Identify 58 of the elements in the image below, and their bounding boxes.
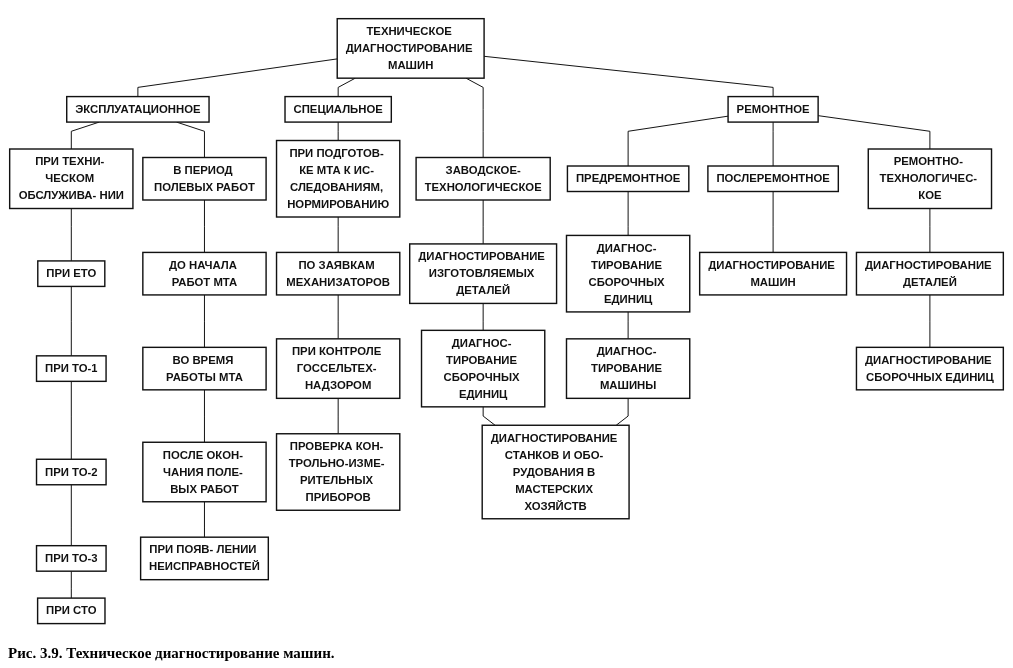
connector (337, 78, 356, 98)
connector (137, 58, 338, 98)
connector (203, 199, 205, 254)
figure-caption: Рис. 3.9. Техническое диагностирование машин. (7, 644, 336, 663)
connector (627, 311, 629, 340)
node-box: ПРИ ТО-1 (35, 355, 107, 383)
node-box: ДИАГНОСТИРОВАНИЕ ДЕТАЛЕЙ (855, 252, 1005, 296)
node-box: ДИАГНОСТИРОВАНИЕ МАШИН (698, 252, 848, 296)
connector (203, 294, 205, 349)
connector (337, 121, 339, 142)
connector (337, 216, 339, 254)
node-box: ПОСЛЕРЕМОНТНОЕ (707, 165, 840, 193)
node-box: ДИАГНОСТИРОВАНИЕ ИЗГОТОВЛЯЕМЫХ ДЕТАЛЕЙ (409, 243, 558, 305)
node-box: РЕМОНТНОЕ (727, 96, 819, 124)
connector (70, 484, 72, 547)
connector (70, 208, 72, 262)
node-box: ЭКСПЛУАТАЦИОННОЕ (66, 96, 210, 124)
connector (70, 286, 72, 357)
node-box: ДИАГНОС- ТИРОВАНИЕ МАШИНЫ (565, 338, 691, 400)
connector (482, 406, 496, 427)
connector (482, 303, 484, 332)
node-box: ПРЕДРЕМОНТНОЕ (566, 165, 690, 193)
node-box: ДИАГНОС- ТИРОВАНИЕ СБОРОЧНЫХ ЕДИНИЦ (565, 235, 691, 313)
connector (337, 294, 339, 340)
node-box: ПРИ ПОДГОТОВ- КЕ МТА К ИС- СЛЕДОВАНИЯМ, НОРМИРОВАНИЮ (275, 140, 401, 219)
connector (627, 191, 629, 237)
connector (627, 116, 729, 167)
node-box: ТЕХНИЧЕСКОЕ ДИАГНОСТИРОВАНИЕ МАШИН (336, 18, 485, 80)
node-box: ПРИ ТЕХНИ- ЧЕСКОМ ОБСЛУЖИВА- НИИ (8, 148, 134, 210)
connector (615, 398, 629, 427)
node-box: ПРИ ТО-2 (35, 458, 107, 486)
connector (929, 294, 931, 349)
connector (70, 571, 72, 599)
node-box: В ПЕРИОД ПОЛЕВЫХ РАБОТ (142, 157, 267, 202)
connector (70, 381, 72, 461)
node-box: ПРИ ЕТО (37, 260, 106, 288)
node-box: ДО НАЧАЛА РАБОТ МТА (142, 252, 267, 296)
connector (203, 389, 205, 444)
node-box: ДИАГНОС- ТИРОВАНИЕ СБОРОЧНЫХ ЕДИНИЦ (420, 330, 546, 408)
node-box: ПРИ ТО-3 (35, 545, 107, 573)
node-box: ДИАГНОСТИРОВАНИЕ СБОРОЧНЫХ ЕДИНИЦ (855, 347, 1005, 391)
node-box: ПО ЗАЯВКАМ МЕХАНИЗАТОРОВ (275, 252, 401, 296)
connector (772, 121, 774, 167)
connector (203, 501, 205, 539)
node-box: ПРОВЕРКА КОН- ТРОЛЬНО-ИЗМЕ- РИТЕЛЬНЫХ ПРИБОРОВ (275, 433, 401, 512)
connector (482, 199, 484, 245)
node-box: РЕМОНТНО- ТЕХНОЛОГИЧЕС- КОЕ (867, 148, 993, 210)
node-box: ПОСЛЕ ОКОН- ЧАНИЯ ПОЛЕ- ВЫХ РАБОТ (142, 441, 267, 503)
node-box: ПРИ КОНТРОЛЕ ГОССЕЛЬТЕХ- НАДЗОРОМ (275, 338, 401, 400)
node-box: ДИАГНОСТИРОВАНИЕ СТАНКОВ И ОБО- РУДОВАНИЯ В МАСТЕРСКИХ ХОЗЯЙСТВ (481, 424, 630, 520)
node-box: ПРИ ПОЯВ- ЛЕНИИ НЕИСПРАВНОСТЕЙ (139, 536, 269, 581)
node-box: ПРИ СТО (36, 597, 106, 625)
node-box: ВО ВРЕМЯ РАБОТЫ МТА (142, 347, 267, 391)
connector (772, 191, 774, 254)
node-box: СПЕЦИАЛЬНОЕ (284, 96, 392, 124)
connector (337, 398, 339, 435)
node-box: ЗАВОДСКОЕ-ТЕХНОЛОГИЧЕСКОЕ (415, 157, 551, 202)
connector (929, 208, 931, 254)
